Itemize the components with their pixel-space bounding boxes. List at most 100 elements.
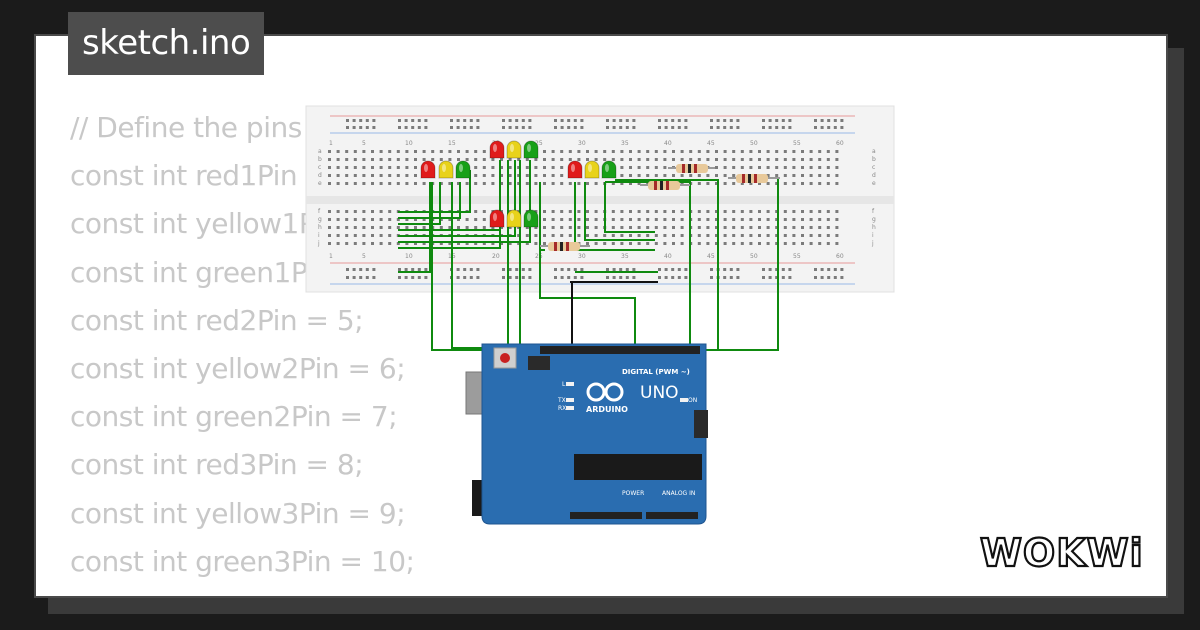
arduino-uno-board[interactable]: DIGITAL (PWM ~) UNO ARDUINO POWER ANALOG… (465, 343, 708, 525)
breadboard-column-number: 50 (750, 253, 758, 260)
breadboard-row-letter: d (872, 172, 876, 179)
digital-label: DIGITAL (PWM ~) (622, 368, 690, 376)
wires (398, 160, 779, 351)
led-rx (566, 406, 574, 410)
resistors (540, 164, 780, 251)
board-brand: UNO (640, 383, 679, 403)
power-header (570, 512, 642, 519)
breadboard-row-letter: g (318, 216, 322, 223)
breadboard-row-letter: b (318, 156, 322, 163)
breadboard-row-letter: b (872, 156, 876, 163)
breadboard-column-number: 60 (836, 253, 844, 260)
breadboard-row-letter: i (872, 232, 874, 239)
wire (605, 181, 691, 350)
breadboard-row-letter: i (318, 232, 320, 239)
power-label: POWER (622, 490, 644, 497)
led-red-led[interactable] (489, 140, 505, 159)
breadboard-column-number: 45 (707, 253, 715, 260)
board-maker: ARDUINO (586, 405, 628, 414)
led-yellow-led[interactable] (506, 140, 522, 159)
wire (398, 182, 461, 219)
led-red-led[interactable] (567, 160, 583, 179)
breadboard-column-number: 30 (578, 253, 586, 260)
breadboard-center-gap (306, 196, 894, 204)
digital-header (540, 346, 700, 354)
breadboard-column-number: 60 (836, 140, 844, 147)
breadboard-row-letter: a (318, 148, 322, 155)
breadboard-column-number: 55 (793, 253, 801, 260)
icsp-header-side (694, 410, 708, 438)
breadboard-column-number: 35 (621, 140, 629, 147)
breadboard-column-number: 30 (578, 140, 586, 147)
led-red-led[interactable] (489, 209, 505, 228)
wire (398, 182, 441, 225)
breadboard-row-letter: h (318, 224, 322, 231)
breadboard-column-number: 1 (329, 140, 333, 147)
breadboard-row-letter: f (872, 208, 875, 215)
breadboard-row-letter: c (318, 164, 321, 171)
ground-wire (570, 281, 658, 350)
code-line: const int red4Pin = 11; (70, 586, 835, 596)
breadboard-column-number: 20 (492, 253, 500, 260)
code-line: const int red3Pin = 8; (70, 448, 364, 482)
led-green-led[interactable] (601, 160, 617, 179)
resistor (668, 164, 715, 173)
code-line: const int green3Pin = 10; (70, 544, 415, 578)
wire (451, 182, 493, 349)
board-notch (520, 506, 534, 520)
breadboard-column-number: 25 (535, 253, 543, 260)
wire (539, 230, 636, 350)
breadboard-column-number: 25 (535, 140, 543, 147)
breadboard-row-letter: a (872, 148, 876, 155)
led-tx (566, 398, 574, 402)
wire (604, 182, 655, 233)
code-line: const int red2Pin = 5; (70, 303, 364, 337)
led-l (566, 382, 574, 386)
breadboard-row-letter: c (872, 164, 875, 171)
wire (615, 179, 719, 350)
wire (398, 160, 531, 243)
led-green-led[interactable] (455, 160, 471, 179)
on-label: ON (688, 397, 697, 404)
breadboard-column-number: 10 (405, 140, 413, 147)
resistor (540, 242, 590, 251)
breadboard-column-number: 50 (750, 140, 758, 147)
led-yellow-led[interactable] (584, 160, 600, 179)
breadboard-column-number: 5 (362, 253, 366, 260)
led-yellow-led[interactable] (438, 160, 454, 179)
microcontroller-chip (574, 454, 702, 480)
breadboard-column-number: 40 (664, 253, 672, 260)
resistor (640, 181, 690, 190)
traffic-light-leds[interactable] (420, 140, 617, 228)
breadboard-column-number: 45 (707, 140, 715, 147)
analog-header (646, 512, 698, 519)
led-yellow-led[interactable] (506, 209, 522, 228)
wire (431, 182, 483, 351)
tx-label: TX (557, 397, 566, 404)
breadboard-row-letter: g (872, 216, 876, 223)
breadboard-row-letter: e (872, 180, 876, 187)
wire (584, 182, 655, 241)
breadboard-row-letter: f (318, 208, 321, 215)
code-line: const int green2Pin = 7; (70, 400, 398, 434)
breadboard-column-number: 5 (362, 140, 366, 147)
led-green-led[interactable] (523, 140, 539, 159)
breadboard-column-number: 1 (329, 253, 333, 260)
wire (398, 160, 516, 237)
resistor (728, 174, 780, 183)
breadboard[interactable]: 1155101015152020252530303535404045455050… (305, 105, 895, 293)
l-label: L (562, 381, 566, 388)
file-name-tab[interactable]: sketch.ino (68, 12, 265, 75)
breadboard-row-letter: h (872, 224, 876, 231)
led-red-led[interactable] (420, 160, 436, 179)
reset-button-cap[interactable] (500, 353, 510, 363)
led-green-led[interactable] (523, 209, 539, 228)
analog-label: ANALOG IN (662, 490, 695, 497)
wire (398, 170, 471, 213)
breadboard-column-number: 55 (793, 140, 801, 147)
code-line: const int yellow2Pin = 6; (70, 352, 406, 386)
arduino-infinity-logo (586, 382, 624, 402)
led-on (680, 398, 688, 402)
